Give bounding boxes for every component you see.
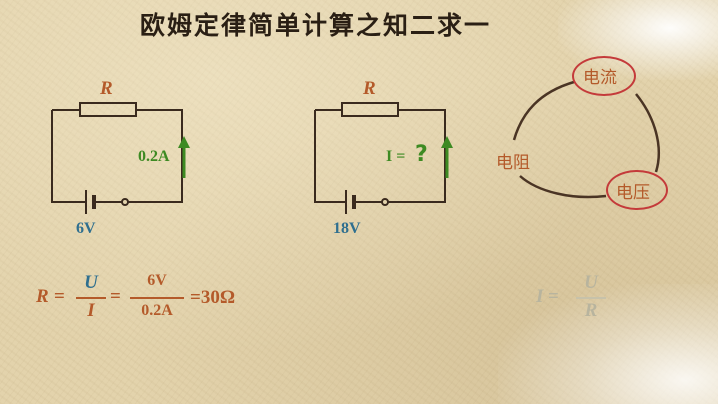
resistor-2-label: R [363,78,376,99]
relation-cycle [512,80,660,199]
voltage-1-label: 6V [76,220,96,237]
switch-1-contact [121,198,129,206]
formula-equals-2: = [110,286,121,307]
arc-resistance-voltage [519,175,607,199]
current-highlight-circle [572,56,636,96]
unknown-current-mark: ? [415,142,428,167]
fraction-bar-1 [76,297,106,299]
current-2-label: I = [386,148,406,165]
resistor-1-label: R [100,78,113,99]
formula-resistance: R = U I = 6V 0.2A =30Ω [36,270,296,330]
formula-numerator-6v: 6V [147,272,167,289]
formula-equals-1: = [54,286,65,307]
formula-numerator-u: U [84,272,98,293]
voltage-2-label: 18V [333,220,361,237]
resistor-1 [79,102,137,117]
formula-denominator-0-2a: 0.2A [141,302,173,319]
current-arrow-1 [178,136,190,178]
voltage-highlight-circle [606,170,668,210]
arc-current-voltage [635,93,660,173]
current-node: 电流 [583,68,617,88]
fraction-bar-2 [130,297,184,299]
formula2-fraction-bar [576,297,606,299]
voltage-node: 电压 [616,183,650,203]
page-title: 欧姆定律简单计算之知二求一 [140,11,492,40]
switch-2-contact [381,198,389,206]
formula-denominator-i: I [87,300,95,321]
formula-current: I = U R [536,270,616,330]
current-arrow-2 [441,136,453,178]
formula-r-symbol: R [36,286,49,307]
formula2-i-symbol: I [536,286,544,307]
resistance-node: 电阻 [496,153,530,173]
arc-current-resistance [512,80,575,141]
circuit-1 [51,102,183,214]
formula-result: =30Ω [190,287,236,308]
current-1-label: 0.2A [138,148,170,165]
formula2-numerator-u: U [584,272,598,293]
formula2-equals: = [548,286,559,307]
formula2-denominator-r: R [584,300,598,321]
resistor-2 [341,102,399,117]
circuit-2 [314,102,446,214]
